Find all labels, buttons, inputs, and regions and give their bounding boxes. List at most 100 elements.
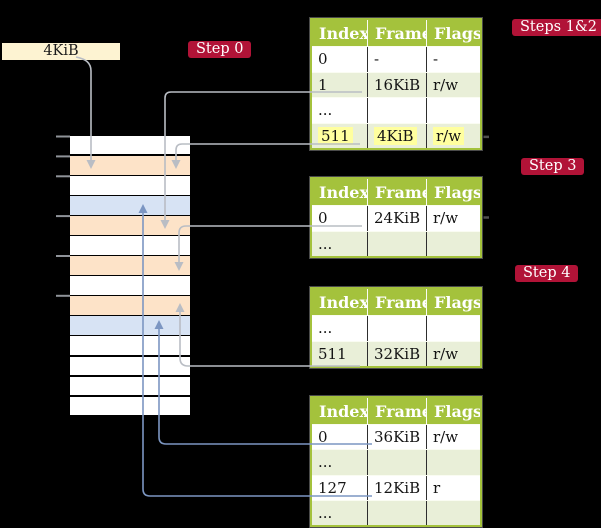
cell-value: 511 <box>318 344 347 363</box>
cell-value: ... <box>318 319 333 338</box>
table-entry-row: ... <box>312 97 480 123</box>
cell-value: 0 <box>318 50 328 69</box>
memory-frame-row-3-white <box>70 176 190 195</box>
cell-value: ... <box>318 234 333 253</box>
table-cell: r/w <box>427 73 480 98</box>
memory-frame-row-6-white <box>70 236 190 255</box>
table-cell: 511 <box>312 341 368 366</box>
table-cell <box>368 316 427 341</box>
memory-frame-row-1-white <box>70 136 190 155</box>
column-header-frame: Frame <box>368 398 427 424</box>
table-cell: ... <box>312 500 368 525</box>
badge-step-3: Step 3 <box>521 158 585 175</box>
table-cell: 0 <box>312 47 368 72</box>
table-cell: ... <box>312 450 368 475</box>
table-cell <box>368 231 427 256</box>
memory-frame-row-4-blue <box>70 196 190 215</box>
table-cell <box>427 450 480 474</box>
table-cell <box>427 316 480 341</box>
cell-value: 24KiB <box>374 209 421 228</box>
table-cell: 16KiB <box>368 72 427 97</box>
cell-value: r/w <box>433 75 459 94</box>
table-cell: 0 <box>312 425 368 450</box>
table-cell: 4KiB <box>368 123 427 148</box>
memory-frame-row-13-white <box>70 376 190 396</box>
cell-value: ... <box>318 453 333 472</box>
cell-value: 32KiB <box>374 344 421 363</box>
table-cell: 36KiB <box>368 425 427 450</box>
table-entry-row: ... <box>312 449 480 475</box>
cell-value: 16KiB <box>374 75 421 94</box>
table-cell: 511 <box>312 123 368 148</box>
table-cell: r/w <box>427 342 480 367</box>
table-cell <box>368 98 427 123</box>
cell-value: ... <box>318 503 333 522</box>
cell-value: 0 <box>318 428 328 447</box>
badge-step-0: Step 0 <box>188 41 252 58</box>
table-cell: - <box>427 47 480 72</box>
table-cell: 12KiB <box>368 475 427 500</box>
table-cell: 127 <box>312 475 368 500</box>
table-cell: ... <box>312 231 368 256</box>
table-entry-row: 511 4KiB r/w <box>312 122 480 149</box>
table-cell: 24KiB <box>368 206 427 231</box>
table-entry-row: 1 16KiB r/w <box>312 71 480 98</box>
table-cell <box>427 501 480 525</box>
column-header-index: Index <box>312 398 368 424</box>
physical-memory-stack <box>70 136 190 416</box>
table-cell: ... <box>312 316 368 341</box>
table-cell: r/w <box>427 124 480 149</box>
column-header-index: Index <box>312 20 368 46</box>
table-entry-row: 0 - - <box>312 46 480 72</box>
highlighted-cell-value: 511 <box>318 126 353 145</box>
badge-steps-1-2: Steps 1&2 <box>512 19 601 36</box>
table-cell: - <box>368 47 427 72</box>
cell-value: - <box>374 50 380 69</box>
column-header-index: Index <box>312 289 368 315</box>
memory-frame-row-14-white <box>70 396 190 416</box>
highlighted-cell-value: 4KiB <box>374 126 417 145</box>
cell-value: 12KiB <box>374 478 421 497</box>
memory-frame-row-7-peach <box>70 256 190 275</box>
table-cell: ... <box>312 98 368 123</box>
table-cell <box>368 450 427 475</box>
cell-value: 127 <box>318 478 347 497</box>
table-cell <box>427 232 480 257</box>
cell-value: ... <box>318 101 333 120</box>
cell-value: r/w <box>433 428 459 447</box>
table-entry-row: ... <box>312 315 480 341</box>
column-header-flags: Flags <box>434 23 480 43</box>
badge-step-4: Step 4 <box>515 265 579 282</box>
cell-value: 1 <box>318 75 328 94</box>
memory-frame-row-2-peach <box>70 156 190 175</box>
table-cell: 32KiB <box>368 341 427 366</box>
table-entry-row: 0 36KiB r/w <box>312 424 480 450</box>
column-header-flags: Flags <box>434 292 480 312</box>
column-header-index: Index <box>312 179 368 205</box>
table-entry-row: ... <box>312 499 480 525</box>
cell-value: - <box>433 50 439 69</box>
column-header-flags: Flags <box>434 182 480 202</box>
table-entry-row: 127 12KiB r <box>312 474 480 500</box>
table-cell: 1 <box>312 72 368 97</box>
column-header-frame: Frame <box>368 20 427 46</box>
root-frame-pointer-label: 4KiB <box>43 43 79 59</box>
memory-frame-row-5-peach <box>70 216 190 235</box>
cell-value: r/w <box>433 209 459 228</box>
column-header-frame: Frame <box>368 289 427 315</box>
table-cell <box>427 98 480 123</box>
root-frame-pointer-box: 4KiB <box>2 43 120 60</box>
memory-frame-row-12-white <box>70 356 190 375</box>
table-cell: r/w <box>427 206 480 231</box>
table-cell <box>368 500 427 525</box>
cell-value: 36KiB <box>374 428 421 447</box>
memory-frame-row-9-peach <box>70 296 190 315</box>
cell-value: r <box>433 478 441 497</box>
column-header-frame: Frame <box>368 179 427 205</box>
